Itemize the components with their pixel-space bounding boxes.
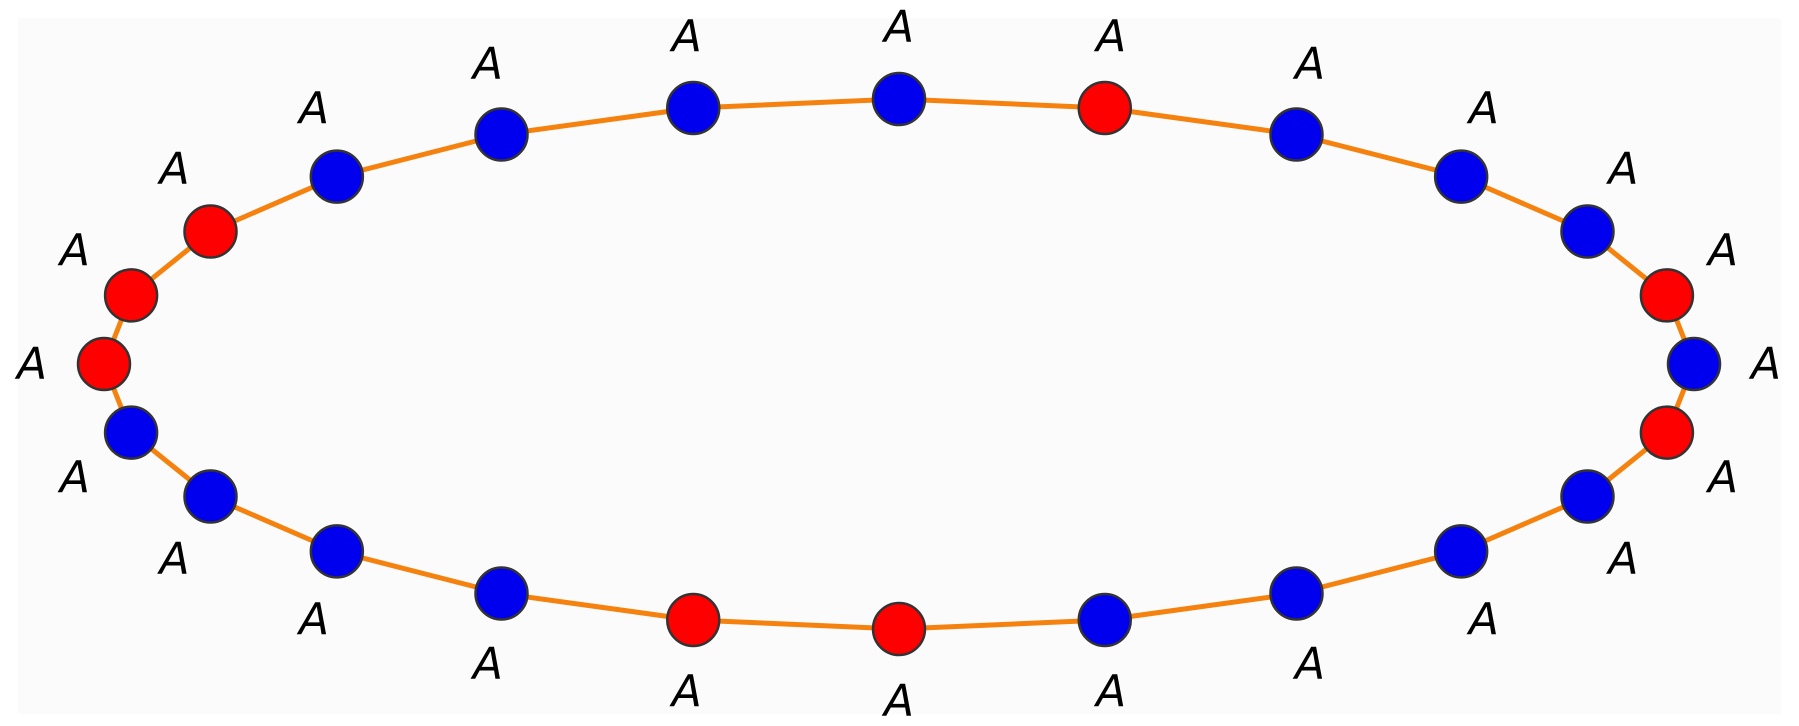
node-label-20: A xyxy=(470,639,503,690)
node-label-23: A xyxy=(57,452,90,503)
node-23 xyxy=(103,405,159,460)
node-label-5: A xyxy=(669,11,702,62)
node-label-8: A xyxy=(1292,38,1325,89)
node-9 xyxy=(1433,149,1489,204)
node-label-10: A xyxy=(1605,144,1638,195)
edge-3 xyxy=(334,132,504,180)
node-label-0: A xyxy=(14,339,47,390)
nodes-group xyxy=(76,71,1722,657)
node-label-12: A xyxy=(1748,339,1781,390)
node-6 xyxy=(871,71,927,127)
node-7 xyxy=(1077,80,1133,136)
edge-19 xyxy=(499,590,696,623)
node-11 xyxy=(1639,268,1695,323)
node-label-6: A xyxy=(881,2,914,53)
node-label-9: A xyxy=(1466,83,1499,134)
edge-16 xyxy=(1102,590,1299,623)
node-label-13: A xyxy=(1705,452,1738,503)
node-16 xyxy=(1269,566,1324,621)
edge-6 xyxy=(896,96,1108,111)
edge-7 xyxy=(1102,105,1299,138)
node-label-21: A xyxy=(296,594,329,645)
node-15 xyxy=(1433,524,1489,579)
node-1 xyxy=(103,268,159,323)
diagram-background xyxy=(18,18,1781,714)
labels-group: A A A A A A A A A A A A A A A A A A A A A A A A xyxy=(14,2,1781,726)
edge-5 xyxy=(690,96,902,111)
edge-8 xyxy=(1294,132,1464,180)
edge-18 xyxy=(690,617,902,632)
node-label-2: A xyxy=(156,144,189,195)
edge-17 xyxy=(896,617,1108,632)
node-12 xyxy=(1666,336,1722,392)
node-2 xyxy=(183,204,238,259)
node-19 xyxy=(665,592,721,648)
node-label-18: A xyxy=(881,676,914,726)
node-label-19: A xyxy=(669,666,702,717)
node-3 xyxy=(309,149,365,204)
node-0 xyxy=(76,336,132,392)
node-22 xyxy=(183,469,238,524)
node-17 xyxy=(1077,592,1133,648)
node-label-22: A xyxy=(156,533,189,584)
node-label-16: A xyxy=(1292,639,1325,690)
node-5 xyxy=(665,80,721,136)
node-label-14: A xyxy=(1605,533,1638,584)
node-21 xyxy=(309,524,365,579)
node-label-4: A xyxy=(470,38,503,89)
edge-4 xyxy=(499,105,696,138)
node-10 xyxy=(1560,204,1615,259)
node-8 xyxy=(1269,107,1324,162)
node-label-11: A xyxy=(1705,225,1738,276)
node-label-7: A xyxy=(1093,11,1126,62)
node-14 xyxy=(1560,469,1615,524)
node-20 xyxy=(474,566,529,621)
node-label-3: A xyxy=(296,83,329,134)
edge-20 xyxy=(334,548,504,596)
node-18 xyxy=(871,601,927,657)
edge-15 xyxy=(1294,548,1464,596)
node-13 xyxy=(1639,405,1695,460)
node-4 xyxy=(474,107,529,162)
node-label-17: A xyxy=(1093,666,1126,717)
node-label-1: A xyxy=(57,225,90,276)
node-label-15: A xyxy=(1466,594,1499,645)
